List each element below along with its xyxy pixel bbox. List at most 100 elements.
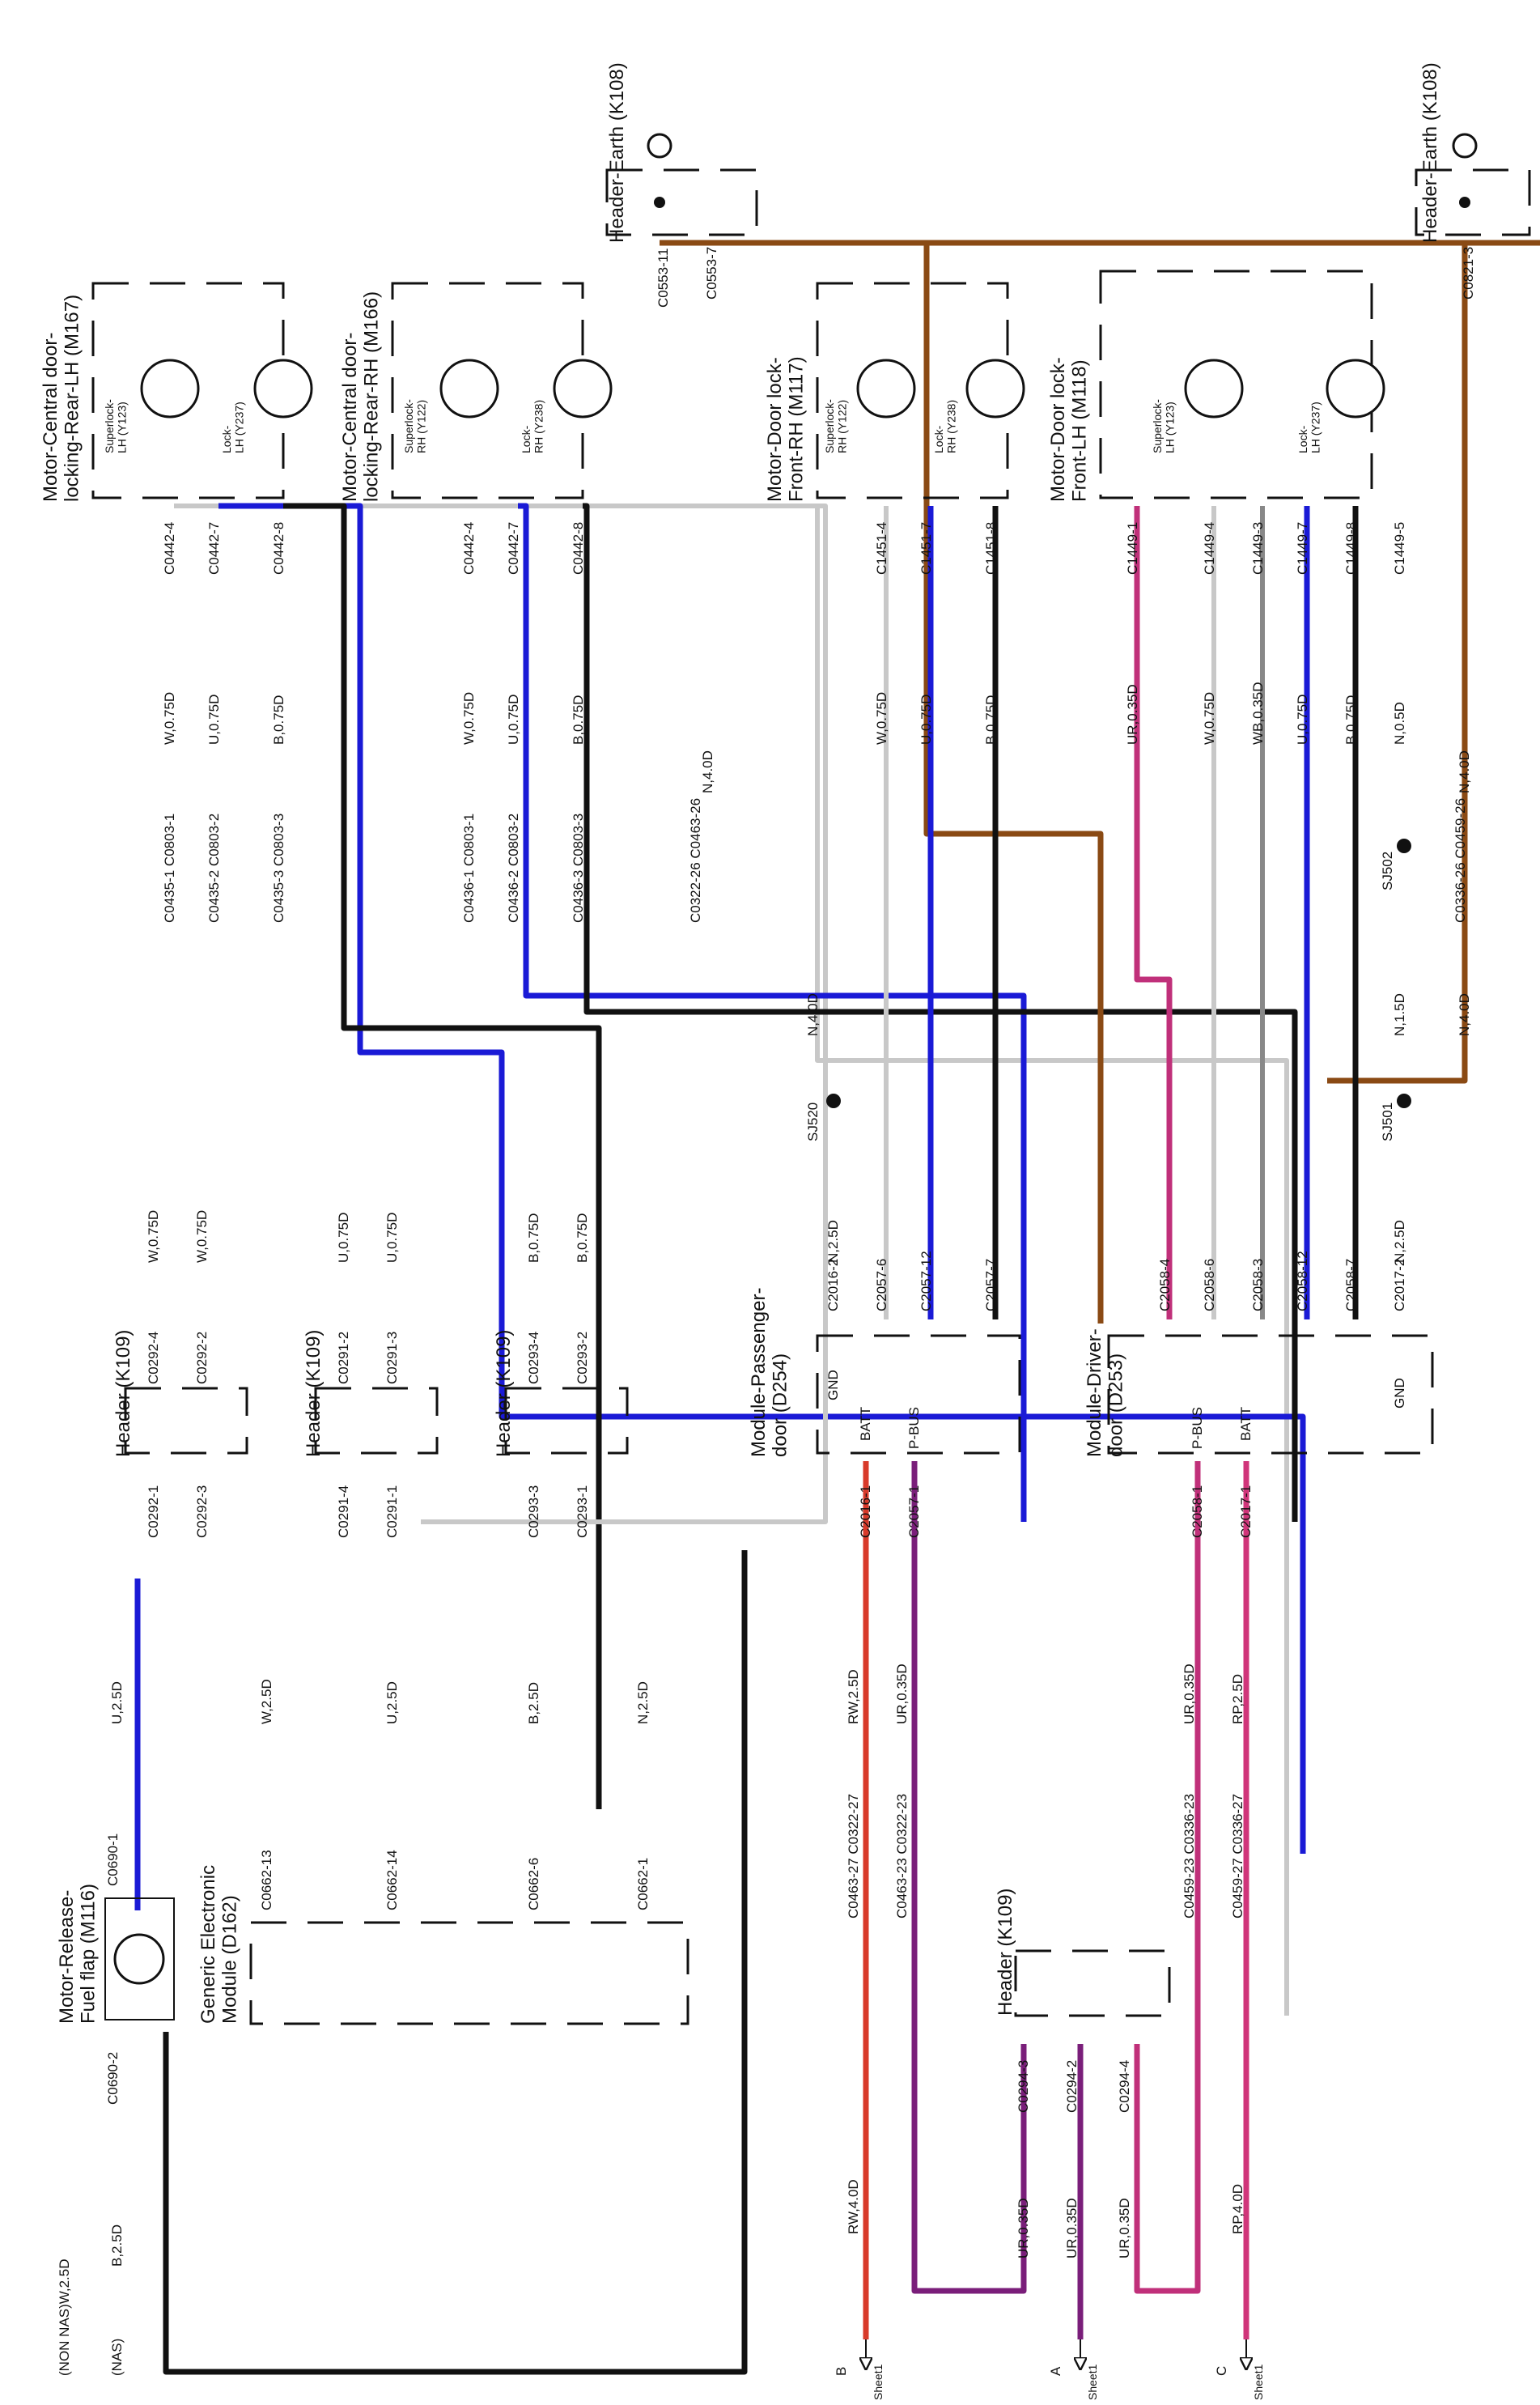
wires-w-rw40: RW,4.0D — [846, 2179, 861, 2234]
connectors-c0435-1: C0435-1 C0803-1 — [162, 814, 177, 923]
connectors-c1449-7: C1449-7 — [1295, 522, 1310, 575]
wires-w-n40-a: N,4.0D — [700, 750, 715, 793]
wires-w-ur035-1: UR,0.35D — [1125, 684, 1140, 745]
connectors-c0293-1: C0293-1 — [575, 1485, 590, 1538]
components-hdr-k109-c: Header (K109) — [493, 1330, 515, 1457]
connectors-c0442-8a: C0442-8 — [271, 522, 286, 575]
wires-w-wb035: WB,0.35D — [1250, 682, 1266, 745]
motor-y122-a-icon — [439, 359, 499, 419]
splice-earth1-dot — [654, 197, 665, 208]
wires-w-n25-a: N,2.5D — [825, 1220, 841, 1263]
connectors-c0294-2: C0294-2 — [1064, 2060, 1080, 2113]
connectors-sj502: SJ502 — [1380, 852, 1395, 890]
motors-y123-a: Superlock-LH (Y123) — [103, 399, 128, 453]
wires-w-u25-b: U,2.5D — [384, 1681, 400, 1724]
wire-earth-brown-2 — [708, 240, 1104, 1324]
components-d253: Module-Driver-door (D253) — [1084, 1328, 1126, 1457]
wires-w-n05: N,0.5D — [1392, 702, 1407, 745]
connectors-c1449-8: C1449-8 — [1343, 522, 1359, 575]
wires-w-n40-b: N,4.0D — [805, 993, 821, 1036]
wire-rear-rh-blue — [518, 503, 1027, 1522]
connectors-c0294-3: C0294-3 — [1016, 2060, 1031, 2113]
wires-w-b075-2: B,0.75D — [571, 695, 586, 745]
connectors-c2058-1: C2058-1 — [1190, 1485, 1205, 1538]
wires-w-u075-6: U,0.75D — [384, 1213, 400, 1263]
connectors-c0690-1: C0690-1 — [105, 1833, 121, 1886]
wires-w-nas: (NAS) — [109, 2339, 125, 2376]
motors-y122-b: Superlock-RH (Y122) — [823, 399, 848, 453]
connectors-c0292-4: C0292-4 — [146, 1332, 161, 1384]
components-header-earth-2: Header-Earth (K108) — [1419, 62, 1441, 243]
wire-rear-rh-black — [583, 503, 1298, 1522]
connectors-c0436-3: C0436-3 C0803-3 — [571, 814, 586, 923]
connectors-c0662-6: C0662-6 — [526, 1858, 541, 1910]
wire-driver-pbus — [1134, 1461, 1201, 2294]
wires-w-u075-3: U,0.75D — [918, 695, 934, 745]
pins-p-d254-batt: BATT — [858, 1407, 873, 1441]
wires-w-rp25: RP,2.5D — [1230, 1674, 1245, 1724]
connectors-c2058-3: C2058-3 — [1250, 1259, 1266, 1311]
k109-d-box — [1014, 1949, 1171, 2017]
pins-p-d254-gnd: GND — [825, 1370, 841, 1400]
connectors-c0442-4a: C0442-4 — [162, 522, 177, 575]
connectors-c2057-12: C2057-12 — [918, 1251, 934, 1311]
pins-p-d254-pbus: P-BUS — [906, 1407, 922, 1449]
offsheet-sheet-b: Sheet1 — [872, 2364, 885, 2400]
connectors-c0463-23: C0463-23 C0322-23 — [894, 1794, 910, 1918]
pins-p-d253-pbus: P-BUS — [1190, 1407, 1205, 1449]
components-d162: Generic ElectronicModule (D162) — [197, 1865, 240, 2024]
connectors-c1451-7: C1451-7 — [918, 522, 934, 575]
connectors-c0291-3: C0291-3 — [384, 1332, 400, 1384]
d254-box — [816, 1334, 1021, 1455]
components-m167: Motor-Central door-locking-Rear-LH (M167… — [40, 295, 83, 502]
pins-p-d253-batt: BATT — [1238, 1407, 1254, 1441]
connectors-c1449-5: C1449-5 — [1392, 522, 1407, 575]
connectors-c0293-2: C0293-2 — [575, 1332, 590, 1384]
motors-y237-b: Lock-LH (Y237) — [1296, 402, 1322, 453]
wires-w-b075-5: B,0.75D — [526, 1213, 541, 1263]
splice-sj520-dot — [826, 1094, 841, 1108]
wires-w-n40-c: N,4.0D — [1457, 750, 1472, 793]
wires-w-nonnas: (NON NAS)W,2.5D — [57, 2258, 72, 2376]
connectors-c0436-2: C0436-2 C0803-2 — [506, 814, 521, 923]
motor-y122-b-icon — [856, 359, 916, 419]
wires-w-w075-1: W,0.75D — [162, 692, 177, 745]
connectors-sj501: SJ501 — [1380, 1103, 1395, 1141]
motor-y237-a-icon — [253, 359, 313, 419]
wires-w-b075-3: B,0.75D — [983, 695, 999, 745]
wires-w-rp40: RP,4.0D — [1230, 2184, 1245, 2234]
connectors-c2058-7: C2058-7 — [1343, 1259, 1359, 1311]
wires-w-ur035-5: UR,0.35D — [1064, 2198, 1080, 2258]
wires-w-u075-2: U,0.75D — [506, 695, 521, 745]
wires-w-n25-b: N,2.5D — [1392, 1220, 1407, 1263]
components-m118: Motor-Door lock-Front-LH (M118) — [1047, 357, 1090, 502]
offsheet-ref-a: A — [1048, 2366, 1063, 2376]
wires-w-w075-2: W,0.75D — [461, 692, 477, 745]
components-m117: Motor-Door lock-Front-RH (M117) — [764, 356, 807, 502]
splice-sj502-dot — [1397, 839, 1411, 853]
connectors-c2057-1: C2057-1 — [906, 1485, 922, 1538]
connectors-c0336-26: C0336-26 C0459-26 — [1453, 798, 1468, 923]
wires-w-ur035-2: UR,0.35D — [894, 1664, 910, 1724]
connectors-c0291-4: C0291-4 — [336, 1485, 351, 1538]
components-hdr-k109-a: Header (K109) — [112, 1330, 134, 1457]
wires-w-u075-4: U,0.75D — [1295, 695, 1310, 745]
offsheet-ref-c: C — [1214, 2366, 1229, 2376]
connectors-sj520: SJ520 — [805, 1103, 821, 1141]
connectors-c0690-2: C0690-2 — [105, 2052, 121, 2105]
wires-w-ur035-4: UR,0.35D — [1016, 2198, 1031, 2258]
wires-w-w075-3: W,0.75D — [874, 692, 889, 745]
wires-w-ur035-3: UR,0.35D — [1182, 1664, 1197, 1724]
wires-w-ur035-6: UR,0.35D — [1117, 2198, 1132, 2258]
connectors-c1451-4: C1451-4 — [874, 522, 889, 575]
components-hdr-k109-b: Header (K109) — [303, 1330, 325, 1457]
connectors-c1449-1: C1449-1 — [1125, 522, 1140, 575]
connectors-c0553-11: C0553-11 — [655, 249, 671, 308]
motor-y123-b-icon — [1184, 359, 1244, 419]
wires-w-b075-4: B,0.75D — [1343, 695, 1359, 745]
wires-w-w075-4: W,0.75D — [1202, 692, 1217, 745]
wire-fuel-black — [163, 1550, 748, 2375]
connectors-c0463-27: C0463-27 C0322-27 — [846, 1794, 861, 1918]
connectors-c0821-3: C0821-3 — [1461, 247, 1476, 300]
d253-box — [1107, 1334, 1434, 1455]
